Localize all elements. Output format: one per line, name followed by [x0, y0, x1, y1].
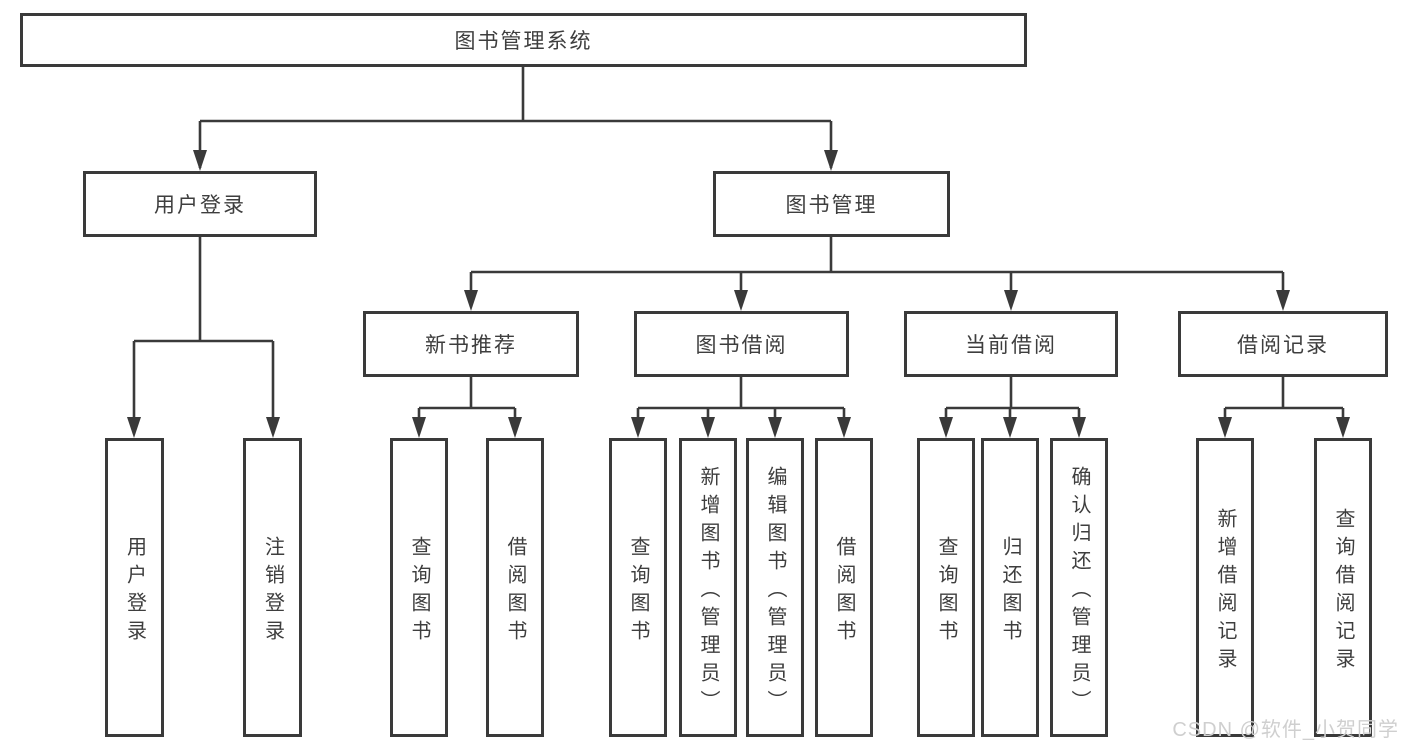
leaf-add-books-admin: 新增图书（管理员） — [679, 438, 737, 737]
node-new-book-recommend: 新书推荐 — [363, 311, 579, 377]
node-book-management: 图书管理 — [713, 171, 950, 237]
leaf-confirm-return-admin-label: 确认归还（管理员） — [1068, 465, 1090, 718]
node-current-borrow: 当前借阅 — [904, 311, 1118, 377]
node-user-login: 用户登录 — [83, 171, 317, 237]
leaf-query-books-recommend: 查询图书 — [390, 438, 448, 737]
leaf-user-login: 用户登录 — [105, 438, 164, 737]
leaf-confirm-return-admin: 确认归还（管理员） — [1050, 438, 1108, 737]
node-borrow-records: 借阅记录 — [1178, 311, 1388, 377]
leaf-borrow-books-recommend: 借阅图书 — [486, 438, 544, 737]
leaf-edit-books-admin-label: 编辑图书（管理员） — [764, 465, 786, 718]
leaf-query-books-recommend-label: 查询图书 — [408, 535, 430, 648]
connector-strokes — [132, 67, 1345, 434]
leaf-query-books-borrow-label: 查询图书 — [627, 535, 649, 648]
leaf-add-borrow-record: 新增借阅记录 — [1196, 438, 1254, 737]
leaf-user-login-label: 用户登录 — [123, 535, 146, 648]
leaf-borrow-books: 借阅图书 — [815, 438, 873, 737]
leaf-query-books-current-label: 查询图书 — [935, 535, 957, 648]
leaf-query-borrow-record-label: 查询借阅记录 — [1332, 507, 1354, 676]
leaf-borrow-books-recommend-label: 借阅图书 — [504, 535, 526, 648]
leaf-return-books: 归还图书 — [981, 438, 1039, 737]
leaf-logout: 注销登录 — [243, 438, 302, 737]
leaf-add-books-admin-label: 新增图书（管理员） — [697, 465, 719, 718]
leaf-return-books-label: 归还图书 — [999, 535, 1021, 648]
leaf-query-books-current: 查询图书 — [917, 438, 975, 737]
leaf-borrow-books-label: 借阅图书 — [833, 535, 855, 648]
leaf-add-borrow-record-label: 新增借阅记录 — [1214, 507, 1236, 676]
node-book-borrow: 图书借阅 — [634, 311, 849, 377]
leaf-query-borrow-record: 查询借阅记录 — [1314, 438, 1372, 737]
csdn-watermark: CSDN @软件_小贺同学 — [1172, 719, 1399, 741]
leaf-logout-label: 注销登录 — [261, 535, 284, 648]
node-library-management-system: 图书管理系统 — [20, 13, 1027, 67]
leaf-edit-books-admin: 编辑图书（管理员） — [746, 438, 804, 737]
leaf-query-books-borrow: 查询图书 — [609, 438, 667, 737]
connector-arrowheads — [127, 150, 1350, 438]
